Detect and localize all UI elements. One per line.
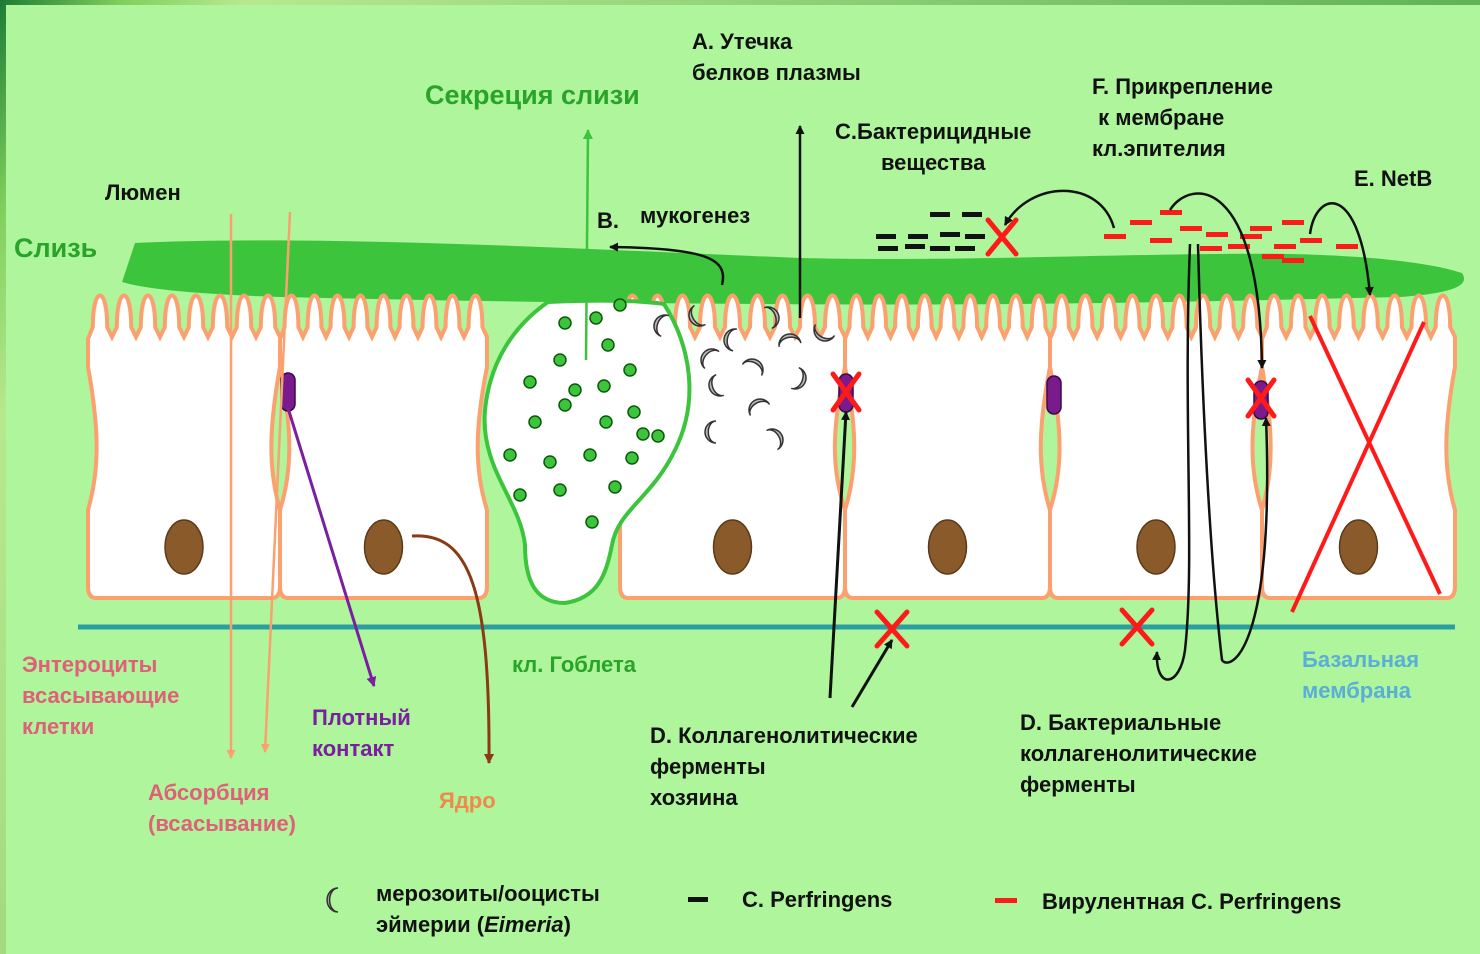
mucus-granule <box>614 299 626 311</box>
mucus-granule <box>529 416 541 428</box>
c-perfringens-bacterium <box>930 246 950 251</box>
bacterial-collagenolytic-label: D. Бактериальные коллагенолитические фер… <box>1020 707 1257 800</box>
c-perfringens-bacterium <box>908 234 928 239</box>
tight-junction-label: Плотный контакт <box>312 702 411 764</box>
mucus-granule <box>569 384 581 396</box>
lumen-label: Люмен <box>105 177 181 208</box>
mucus-granule <box>554 354 566 366</box>
mucus-granule <box>609 481 621 493</box>
mucus-granule <box>624 364 636 376</box>
attachment-label: F. Прикрепление к мембране кл.эпителия <box>1092 71 1273 164</box>
attachment-arrow-to-bactericidal <box>1005 191 1114 228</box>
virulent-c-perfringens-bacterium <box>1130 220 1152 225</box>
mucus-granule <box>514 489 526 501</box>
virulent-c-perfringens-bacterium <box>1282 220 1304 225</box>
mucus-granule <box>524 376 536 388</box>
mucus-granule <box>554 484 566 496</box>
c-perfringens-bacterium <box>965 234 985 239</box>
mucus-granule <box>598 380 610 392</box>
cell-nucleus <box>714 520 752 574</box>
c-perfringens-bacterium <box>876 234 896 239</box>
bactericidal-label: C.Бактерицидные вещества <box>835 116 1031 178</box>
netb-label: E. NetB <box>1354 163 1432 194</box>
legend-virulent-label: Вирулентная C. Perfringens <box>1042 886 1341 917</box>
virulent-c-perfringens-bacterium <box>1250 226 1272 231</box>
mucus-granule <box>628 406 640 418</box>
mucus-layer <box>122 240 1464 304</box>
nucleus-label: Ядро <box>439 785 496 816</box>
mucus-granule <box>626 452 638 464</box>
virulent-c-perfringens-bacterium <box>1262 254 1284 259</box>
absorption-label: Абсорбция (всасывание) <box>148 777 296 839</box>
virulent-c-perfringens-bacterium <box>1300 238 1322 243</box>
virulent-c-perfringens-bacterium <box>1206 232 1228 237</box>
c-perfringens-bacterium <box>905 244 925 249</box>
mucogenesis-label: мукогенез <box>640 200 750 231</box>
mucus-granule <box>652 430 664 442</box>
goblet-cell-label: кл. Гоблета <box>512 649 636 680</box>
host-enzyme-arrow-2 <box>852 640 892 707</box>
c-perfringens-bacterium <box>878 246 898 251</box>
virulent-c-perfringens-bacterium <box>1180 226 1202 231</box>
virulent-c-perfringens-bacterium <box>1160 210 1182 215</box>
host-collagenolytic-label: D. Коллагенолитические ферменты хозяина <box>650 720 918 813</box>
mucus-granule <box>600 416 612 428</box>
c-perfringens-bacterium <box>962 212 982 217</box>
plasma-leak-label: А. Утечка белков плазмы <box>692 26 861 88</box>
legend-eimeria-label: мерозоиты/ооцисты эймерии (Eimeria) <box>376 878 600 940</box>
c-perfringens-bacterium <box>930 212 950 217</box>
mucus-granule <box>584 449 596 461</box>
cell-nucleus <box>1340 520 1378 574</box>
virulent-c-perfringens-bacterium <box>1274 244 1296 249</box>
enterocytes-label: Энтероциты всасывающие клетки <box>22 649 179 742</box>
mucus-granule <box>544 456 556 468</box>
legend-virulent-icon <box>995 898 1017 903</box>
mucus-granule <box>586 516 598 528</box>
legend-perfringens-icon <box>688 897 708 902</box>
mucus-granule <box>559 399 571 411</box>
cell-nucleus <box>929 520 967 574</box>
mucus-granule <box>559 317 571 329</box>
cell-nucleus <box>365 520 403 574</box>
basal-membrane-label: Базальная мембрана <box>1302 644 1419 706</box>
virulent-c-perfringens-bacterium <box>1282 258 1304 263</box>
mucus-secretion-label: Секреция слизи <box>425 80 640 111</box>
virulent-c-perfringens-bacterium <box>1150 238 1172 243</box>
legend-perfringens-label: C. Perfringens <box>742 884 892 915</box>
tight-junction <box>1047 376 1061 414</box>
mucus-granule <box>637 428 649 440</box>
mucogenesis-letter: B. <box>597 205 619 236</box>
virulent-c-perfringens-bacterium <box>1200 246 1222 251</box>
c-perfringens-bacterium <box>955 246 975 251</box>
legend-eimeria-icon <box>327 888 338 912</box>
cell-nucleus <box>165 520 203 574</box>
mucus-label: Слизь <box>14 233 97 264</box>
mucus-granule <box>602 339 614 351</box>
virulent-c-perfringens-bacterium <box>1104 234 1126 239</box>
mucus-granule <box>504 449 516 461</box>
virulent-c-perfringens-bacterium <box>1336 244 1358 249</box>
c-perfringens-bacterium <box>940 232 960 237</box>
cell-nucleus <box>1137 520 1175 574</box>
mucus-granule <box>590 312 602 324</box>
